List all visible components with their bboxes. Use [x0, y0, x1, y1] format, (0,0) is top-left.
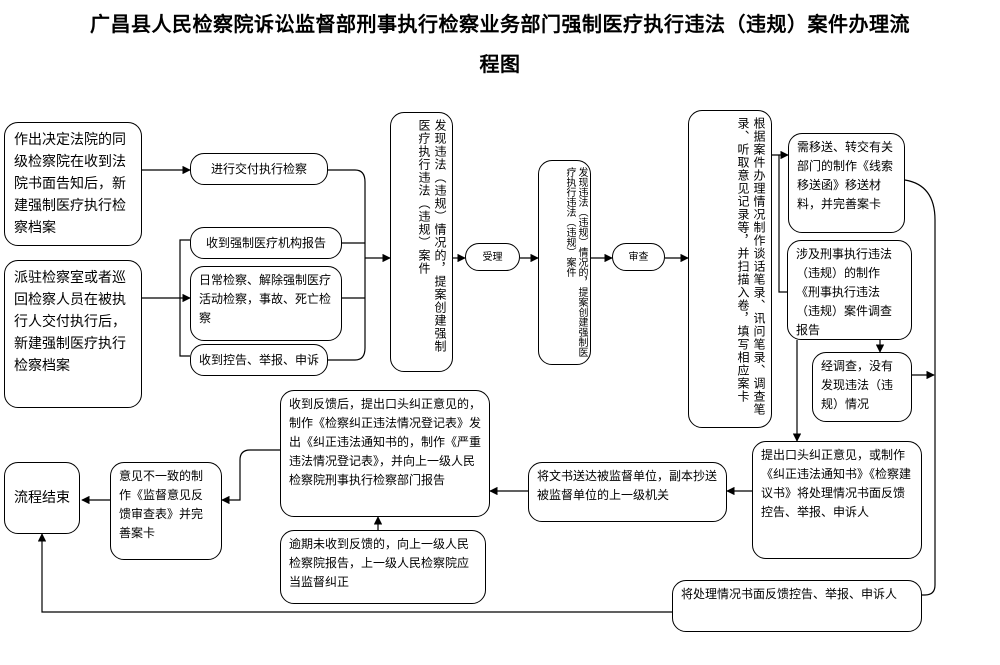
box-daily-check: 日常检察、解除强制医疗活动检察，事故、死亡检察	[190, 266, 342, 341]
collector-complaints	[328, 258, 366, 361]
box-investigation-report: 涉及刑事执行违法（违规）的制作《刑事执行违法（违规）案件调查报告	[787, 240, 912, 340]
box-end: 流程结束	[4, 462, 80, 534]
box-discover-violation: 发现违法（违规）情况的，提案创建强制医疗执行违法（违规）案件	[390, 112, 453, 372]
box-deliver-doc: 将文书送达被监督单位，副本抄送被监督单位的上一级机关	[528, 462, 727, 522]
box-no-violation: 经调查，没有发现违法（违规）情况	[812, 352, 912, 422]
collector-delivery	[328, 169, 366, 258]
box-resident-inspector: 派驻检察室或者巡回检察人员在被执行人交付执行后，新建强制医疗执行检察档案	[4, 260, 142, 408]
box-review: 审查	[612, 243, 665, 271]
page-title-continued: 程图	[479, 52, 521, 76]
box-written-feedback: 将处理情况书面反馈控告、举报、申诉人	[672, 580, 922, 632]
arrow-bottom-to-end	[37, 533, 672, 613]
page-title: 广昌县人民检察院诉讼监督部刑事执行检察业务部门强制医疗执行违法（违规）案件办理流	[90, 12, 910, 36]
box-court-decision: 作出决定法院的同级检察院在收到法院书面告知后，新建强制医疗执行检察档案	[4, 122, 142, 246]
box-feedback-received: 收到反馈后，提出口头纠正意见的，制作《检察纠正违法情况登记表》发出《纠正违法通知…	[280, 390, 490, 517]
box-delivery-check: 进行交付执行检察	[190, 153, 328, 185]
box-transfer-clue: 需移送、转交有关部门的制作《线索移送函》移送材料，并完善案卡	[788, 133, 905, 233]
box-correction-opinion: 提出口头纠正意见，或制作《纠正违法通知书》《检察建议书》将处理情况书面反馈控告、…	[752, 441, 922, 559]
bracket-left	[179, 239, 190, 357]
box-disagree: 意见不一致的制作《监督意见反馈审查表》并完善案卡	[110, 462, 222, 560]
box-overdue: 逾期未收到反馈的，向上一级人民检察院报告，上一级人民检察院应当监督纠正	[280, 530, 486, 604]
right-return-line	[904, 179, 936, 596]
box-accept-detail: 发现违法（违规）情况的，提案创建强制医疗执行违法（违规）案件	[538, 160, 591, 365]
arrow-feedback-to-disagree	[221, 449, 280, 505]
box-complaints: 收到控告、举报、申诉	[190, 344, 328, 376]
bracket-right	[772, 154, 787, 293]
box-accept: 受理	[465, 243, 520, 271]
box-institution-report: 收到强制医疗机构报告	[190, 227, 342, 259]
box-case-handling: 根据案件办理情况制作谈话笔录、讯问笔录、调查笔录、听取意见记录等，并扫描入卷，填…	[688, 110, 772, 428]
